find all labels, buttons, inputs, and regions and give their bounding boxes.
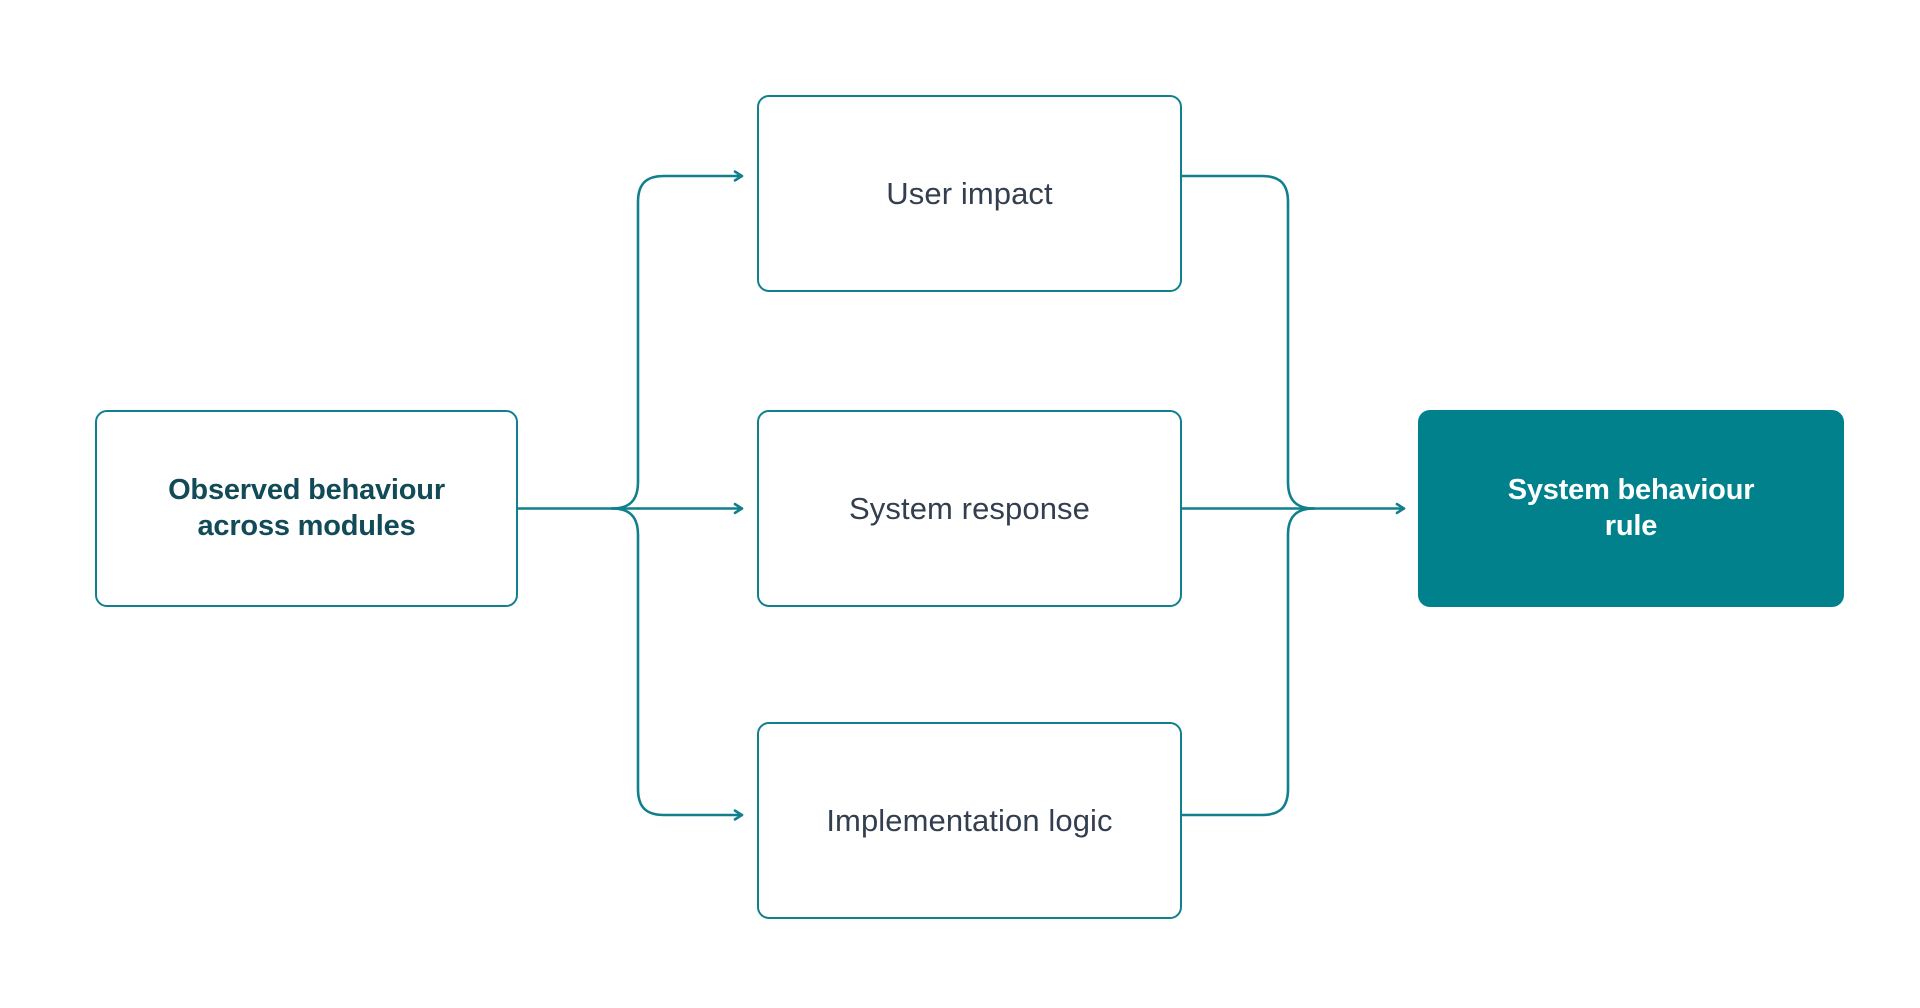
edge-implementation-logic-to-target: [1180, 507, 1316, 817]
node-label: Observed behaviour across modules: [168, 474, 445, 542]
node-observed-behaviour-across-modules[interactable]: Observed behaviour across modules: [95, 410, 518, 607]
edge-source-to-implementation-logic: [610, 507, 744, 821]
node-system-response[interactable]: System response: [757, 410, 1182, 607]
node-user-impact[interactable]: User impact: [757, 95, 1182, 292]
node-system-behaviour-rule[interactable]: System behaviour rule: [1418, 410, 1844, 607]
node-label: System behaviour rule: [1507, 474, 1755, 542]
node-label: System response: [849, 490, 1090, 526]
node-label: User impact: [886, 175, 1053, 211]
edge-user-impact-to-target: [1180, 174, 1316, 510]
node-implementation-logic[interactable]: Implementation logic: [757, 722, 1182, 919]
node-label: Implementation logic: [826, 802, 1113, 838]
edge-source-to-user-impact: [610, 170, 744, 510]
